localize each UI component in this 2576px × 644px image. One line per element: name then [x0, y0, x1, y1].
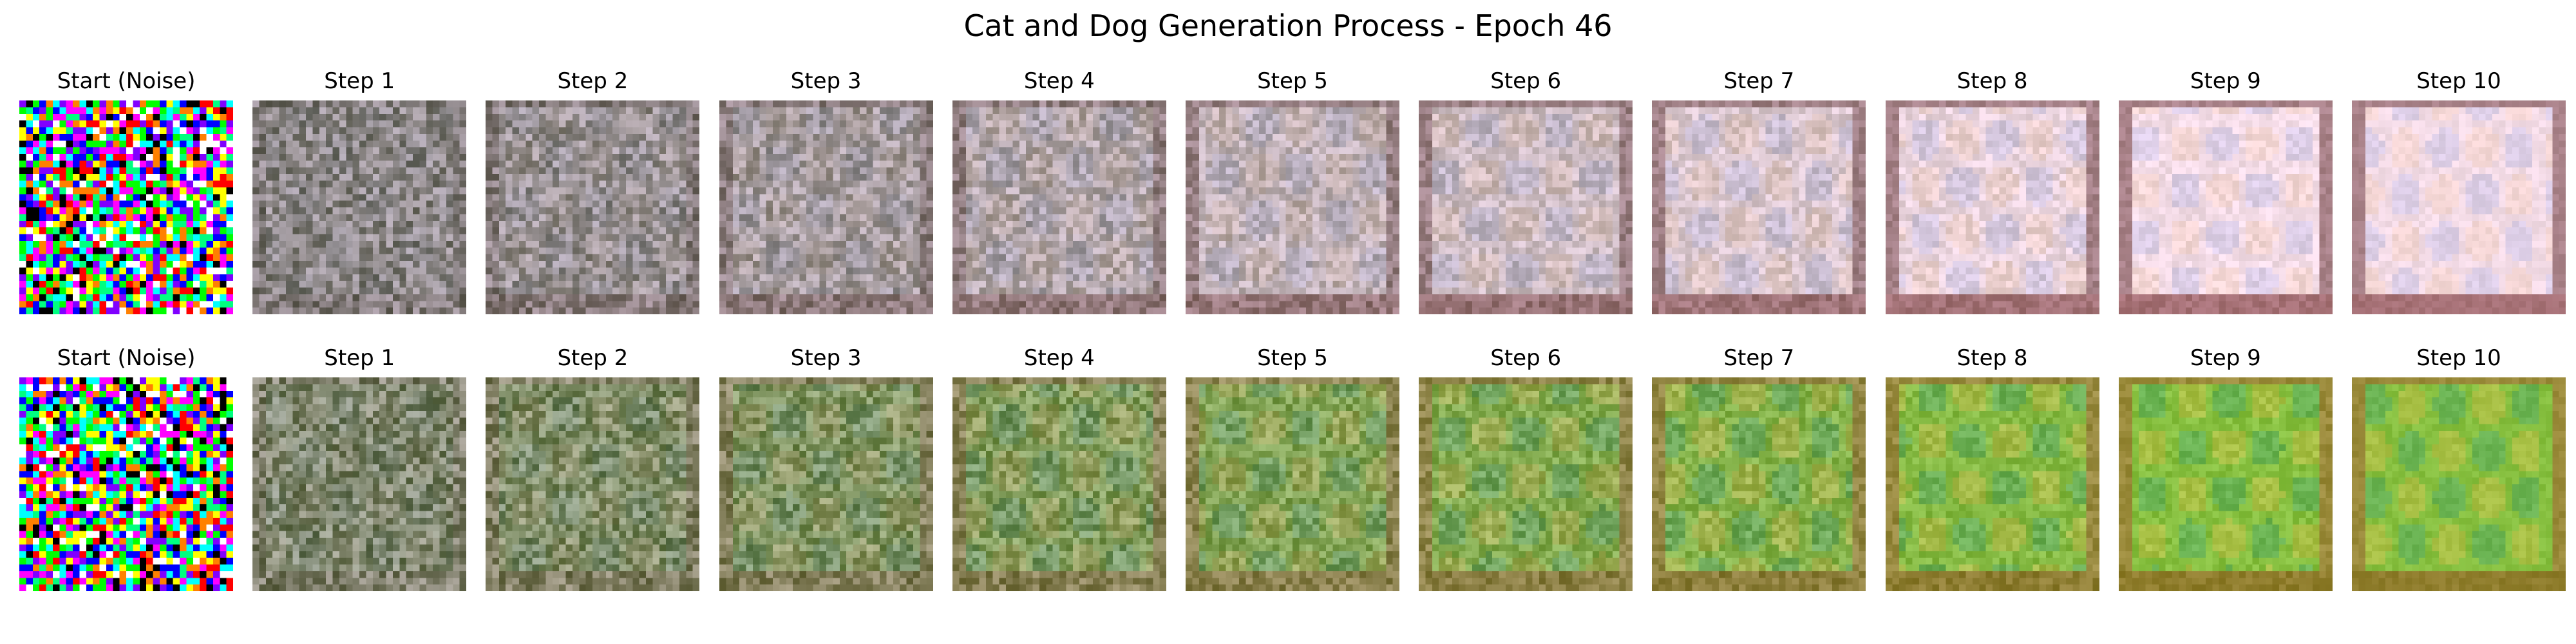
panel-title: Step 3: [790, 68, 862, 94]
generated-image: [252, 100, 467, 314]
panel-title: Step 8: [1956, 345, 2028, 371]
panel-title: Step 10: [2416, 345, 2501, 371]
generated-image: [252, 377, 467, 591]
panel-title: Step 1: [324, 68, 395, 94]
panel-title: Step 1: [324, 345, 395, 371]
noise-image: [19, 377, 233, 591]
generated-image: [2352, 377, 2566, 591]
panel-title: Step 7: [1723, 68, 1795, 94]
generated-image: [719, 377, 933, 591]
noise-image: [19, 100, 233, 314]
generated-image: [486, 377, 700, 591]
panel-title: Step 10: [2416, 68, 2501, 94]
panel-title: Step 5: [1257, 345, 1328, 371]
panel-title: Step 4: [1023, 345, 1095, 371]
panel-title: Step 9: [2190, 345, 2261, 371]
panel-title: Step 8: [1956, 68, 2028, 94]
panel-title: Step 2: [557, 68, 629, 94]
figure-title: Cat and Dog Generation Process - Epoch 4…: [963, 8, 1613, 43]
generated-image: [952, 377, 1166, 591]
panel-title: Step 9: [2190, 68, 2261, 94]
generated-image: [719, 100, 933, 314]
generated-image: [2352, 100, 2566, 314]
generated-image: [1885, 377, 2099, 591]
panel-title: Step 4: [1023, 68, 1095, 94]
generated-image: [1419, 377, 1633, 591]
generated-image: [1419, 100, 1633, 314]
panel-title: Step 6: [1490, 345, 1562, 371]
panel-title: Step 3: [790, 345, 862, 371]
generated-image: [952, 100, 1166, 314]
generated-image: [1186, 377, 1399, 591]
panel-title: Step 2: [557, 345, 629, 371]
panel-title: Start (Noise): [57, 345, 196, 371]
panel-title: Step 5: [1257, 68, 1328, 94]
generated-image: [486, 100, 700, 314]
generated-image: [1652, 377, 1866, 591]
generated-image: [2118, 100, 2333, 314]
panel-title: Start (Noise): [57, 68, 196, 94]
generated-image: [1652, 100, 1866, 314]
generated-image: [2118, 377, 2333, 591]
generated-image: [1186, 100, 1399, 314]
generated-image: [1885, 100, 2099, 314]
panel-title: Step 6: [1490, 68, 1562, 94]
panel-title: Step 7: [1723, 345, 1795, 371]
